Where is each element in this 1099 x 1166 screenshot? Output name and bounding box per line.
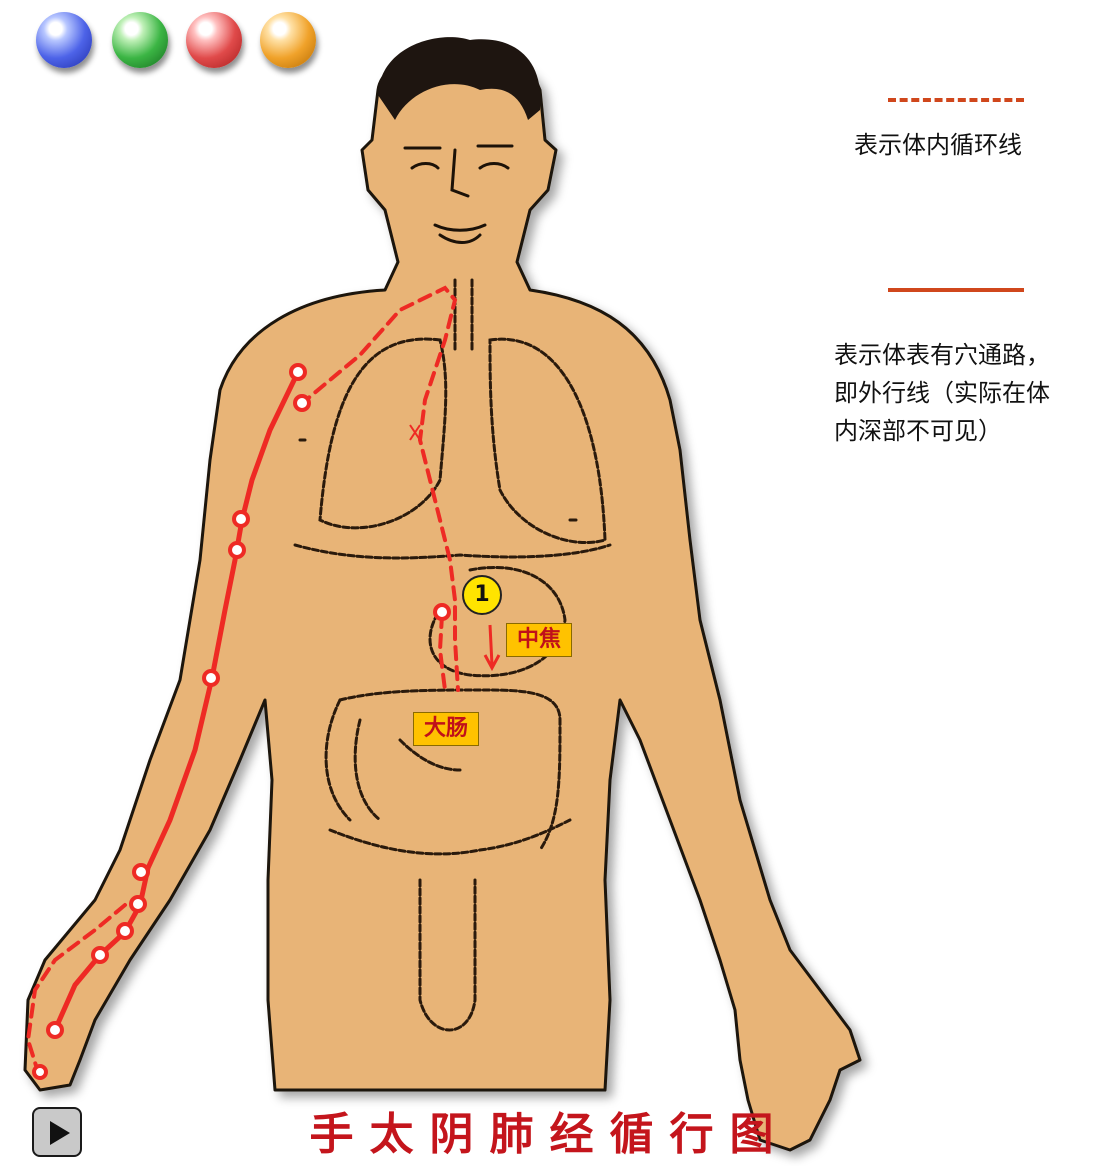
body-silhouette bbox=[25, 51, 860, 1150]
acupoint bbox=[234, 512, 248, 526]
acupoint bbox=[118, 924, 132, 938]
acupoint bbox=[435, 605, 449, 619]
acupoint bbox=[291, 365, 305, 379]
page-title: 手太阴肺经循行图 bbox=[0, 1108, 1099, 1162]
acupoint bbox=[48, 1023, 62, 1037]
acupoint bbox=[134, 865, 148, 879]
acupoint bbox=[93, 948, 107, 962]
step-badge: 1 bbox=[462, 575, 502, 615]
acupoint bbox=[230, 543, 244, 557]
legend-dashed-line bbox=[888, 98, 1024, 102]
acupoint bbox=[295, 396, 309, 410]
legend-dashed-text: 表示体内循环线 bbox=[854, 126, 1022, 164]
acupoint bbox=[204, 671, 218, 685]
legend-solid-text: 表示体表有穴通路， 即外行线（实际在体 内深部不可见） bbox=[834, 336, 1099, 450]
legend-solid-line bbox=[888, 288, 1024, 292]
label-zhongjiao: 中焦 bbox=[506, 623, 572, 657]
acupoint bbox=[34, 1066, 46, 1078]
label-dachang: 大肠 bbox=[413, 712, 479, 746]
acupoint bbox=[131, 897, 145, 911]
